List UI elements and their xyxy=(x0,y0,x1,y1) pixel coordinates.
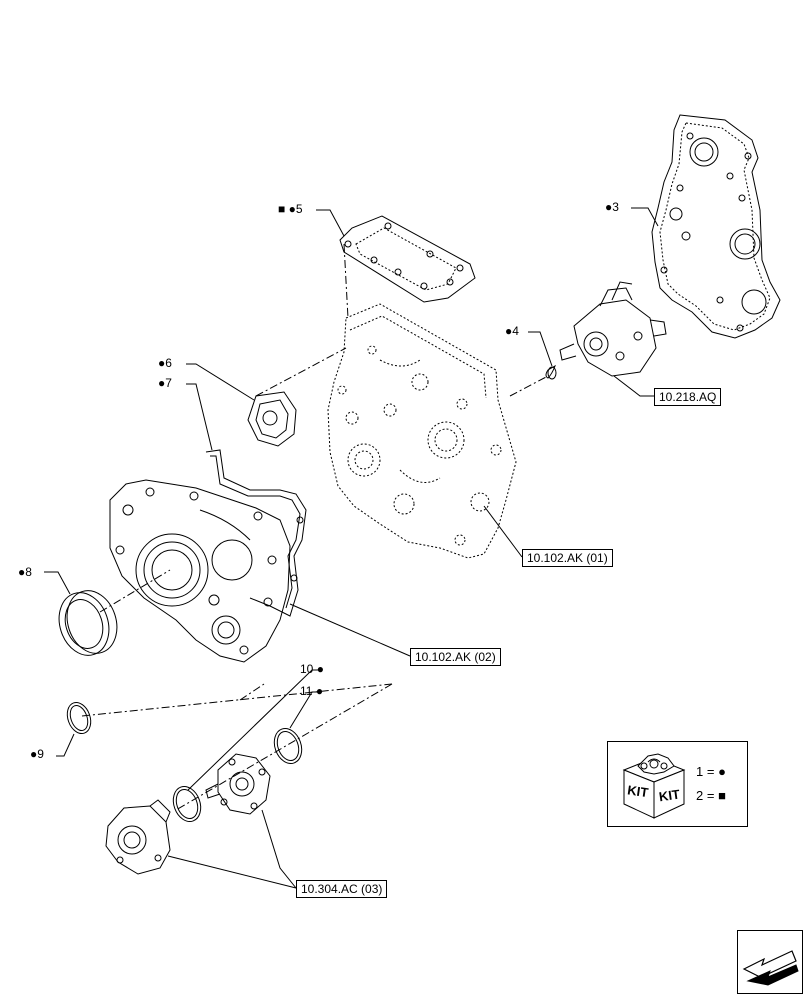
callout-number: 11 xyxy=(300,684,313,698)
gasket-part-6 xyxy=(247,391,297,447)
callout-5: ■ ●5 xyxy=(278,202,303,216)
callout-number: 3 xyxy=(612,200,619,214)
timing-housing xyxy=(327,303,517,559)
legend-row-1: 1 = ● xyxy=(696,764,726,779)
dot-symbol: ● xyxy=(315,684,324,698)
dot-symbol: ● xyxy=(288,202,296,216)
callout-10: 10 ● xyxy=(300,662,324,676)
o-ring-part-10 xyxy=(172,786,202,822)
dot-symbol: ● xyxy=(316,662,324,676)
arrow-icon xyxy=(742,950,799,986)
cover-plate-part-5 xyxy=(339,215,476,303)
callout-3: ●3 xyxy=(605,200,619,214)
callout-6: ●6 xyxy=(158,356,172,370)
kit-box-icon: KIT KIT xyxy=(622,753,686,819)
callout-11: 11 ● xyxy=(300,684,323,698)
assembly-centerlines xyxy=(81,243,549,811)
callout-7: ●7 xyxy=(158,376,172,390)
next-page-arrow-button[interactable] xyxy=(737,930,803,994)
callout-number: 5 xyxy=(295,202,303,216)
kit-legend: KIT KIT 1 = ● 2 = ■ xyxy=(607,741,748,827)
seal-part-8 xyxy=(58,590,118,656)
dot-symbol: ● xyxy=(718,764,726,779)
dot-symbol: ● xyxy=(158,356,166,370)
callout-9: ●9 xyxy=(30,747,44,761)
fuel-pump-assembly xyxy=(559,281,667,377)
legend-row-1-text: 1 = xyxy=(696,764,715,779)
kit-word-left: KIT xyxy=(626,782,649,800)
gasket-part-7 xyxy=(205,449,307,617)
kit-word-right: KIT xyxy=(658,787,681,805)
callout-number: 10 xyxy=(300,662,314,676)
callout-number: 9 xyxy=(37,747,44,761)
dot-symbol: ● xyxy=(605,200,613,214)
legend-row-2-text: 2 = xyxy=(696,788,715,803)
legend-row-2: 2 = ■ xyxy=(696,788,726,803)
callout-number: 7 xyxy=(165,376,172,390)
callout-8: ●8 xyxy=(18,565,32,579)
reference-link-10-102-ak-01[interactable]: 10.102.AK (01) xyxy=(522,549,613,567)
callout-number: 4 xyxy=(512,324,519,338)
reference-link-10-102-ak-02[interactable]: 10.102.AK (02) xyxy=(410,648,501,666)
vacuum-pump xyxy=(105,799,171,875)
callout-number: 6 xyxy=(165,356,172,370)
dot-symbol: ● xyxy=(30,747,38,761)
dot-symbol: ● xyxy=(505,324,513,338)
reference-link-10-304-ac-03[interactable]: 10.304.AC (03) xyxy=(296,880,388,898)
gasket-part-3 xyxy=(651,114,781,339)
dot-symbol: ● xyxy=(18,565,26,579)
square-symbol: ■ xyxy=(278,202,286,216)
front-timing-cover xyxy=(109,479,291,663)
reference-link-10-218-aq[interactable]: 10.218.AQ xyxy=(654,388,722,406)
square-symbol: ■ xyxy=(718,788,726,803)
leader-lines xyxy=(44,207,659,889)
flange-assembly xyxy=(205,753,271,815)
snap-ring-part-4 xyxy=(545,364,557,380)
o-ring-part-9 xyxy=(66,702,92,734)
callout-4: ●4 xyxy=(505,324,519,338)
callout-number: 8 xyxy=(25,565,32,579)
dot-symbol: ● xyxy=(158,376,166,390)
o-ring-part-11 xyxy=(273,728,303,764)
